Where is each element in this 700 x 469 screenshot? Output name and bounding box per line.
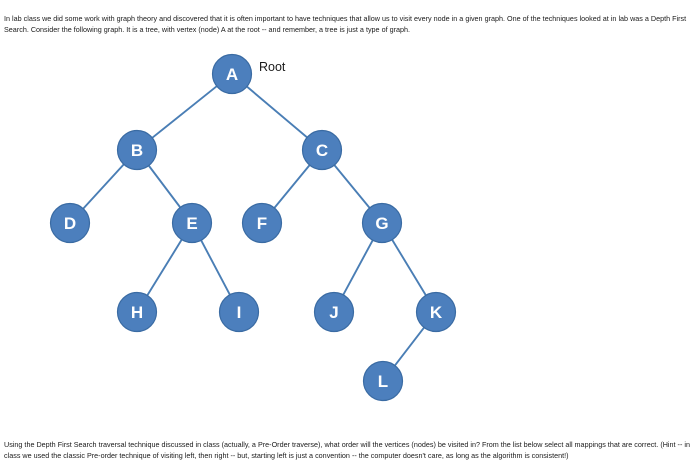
node-circle-f (241, 202, 283, 244)
tree-edge-c-g (330, 161, 374, 212)
tree-node-j: J (313, 291, 355, 333)
node-circle-d (49, 202, 91, 244)
node-label-i: I (237, 303, 242, 322)
tree-edge-b-d (79, 160, 128, 213)
tree-edge-k-l (391, 323, 428, 370)
tree-edge-a-c (242, 83, 312, 141)
node-circle-g (361, 202, 403, 244)
node-circle-h (116, 291, 158, 333)
question-paragraph: Using the Depth First Search traversal t… (4, 440, 690, 460)
tree-node-d: D (49, 202, 91, 244)
tree-node-l: L (362, 360, 404, 402)
tree-edge-g-k (389, 235, 429, 300)
tree-node-h: H (116, 291, 158, 333)
node-label-h: H (131, 303, 143, 322)
edge-layer (79, 82, 429, 370)
tree-node-g: G (361, 202, 403, 244)
node-circle-j (313, 291, 355, 333)
node-label-e: E (186, 214, 197, 233)
node-label-c: C (316, 141, 328, 160)
node-circle-b (116, 129, 158, 171)
tree-node-i: I (218, 291, 260, 333)
node-label-f: F (257, 214, 267, 233)
tree-graph-svg: A B C D E F G H I J K L (49, 53, 457, 402)
tree-edge-g-j (340, 235, 376, 300)
tree-edge-a-b (148, 82, 221, 142)
root-annotation-label: Root (259, 60, 286, 74)
node-label-g: G (375, 214, 388, 233)
node-label-b: B (131, 141, 143, 160)
node-label-d: D (64, 214, 76, 233)
tree-node-e: E (171, 202, 213, 244)
node-label-l: L (378, 372, 388, 391)
tree-edge-e-i (198, 235, 233, 300)
tree-node-a: A (211, 53, 253, 95)
node-label-a: A (226, 65, 238, 84)
tree-node-c: C (301, 129, 343, 171)
node-circle-e (171, 202, 213, 244)
tree-diagram: A B C D E F G H I J K L Root (0, 36, 520, 426)
tree-edge-c-f (270, 161, 314, 212)
node-label-j: J (329, 303, 338, 322)
tree-edge-e-h (144, 235, 185, 300)
node-circle-c (301, 129, 343, 171)
node-circle-l (362, 360, 404, 402)
node-circle-i (218, 291, 260, 333)
node-circle-a (211, 53, 253, 95)
tree-node-k: K (415, 291, 457, 333)
node-circle-k (415, 291, 457, 333)
node-layer: A B C D E F G H I J K L (49, 53, 457, 402)
node-label-k: K (430, 303, 443, 322)
tree-edge-b-e (145, 161, 184, 212)
tree-node-f: F (241, 202, 283, 244)
tree-node-b: B (116, 129, 158, 171)
intro-paragraph: In lab class we did some work with graph… (4, 14, 687, 34)
